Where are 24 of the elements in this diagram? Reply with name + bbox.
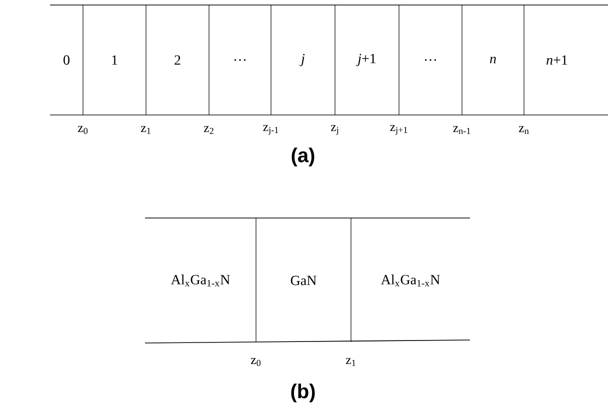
position-label: z$_{j-1}$ bbox=[263, 125, 278, 135]
position-label: z$_{j}$ bbox=[330, 125, 338, 135]
layer-cell: n bbox=[490, 56, 496, 64]
layer-cell: Al$_{x}$Ga$_{1-x}$N bbox=[380, 274, 440, 286]
position-label: z$_{n}$ bbox=[518, 126, 529, 134]
layer-cell: 2 bbox=[174, 55, 180, 65]
layer-cell: 1 bbox=[112, 55, 118, 65]
position-label: z$_{1}$ bbox=[140, 126, 150, 134]
panel-label: (a) bbox=[292, 148, 314, 166]
layer-cell: n+1 bbox=[546, 55, 568, 65]
position-label: z$_{n-1}$ bbox=[453, 126, 470, 134]
layer-cell: 0 bbox=[64, 55, 70, 65]
layer-cell: j+1 bbox=[356, 54, 376, 66]
position-label: z$_{j+1}$ bbox=[390, 125, 408, 135]
position-label: z$_{0}$ bbox=[78, 126, 88, 134]
layer-cell: … bbox=[425, 59, 436, 61]
layer-cell: … bbox=[234, 59, 246, 61]
panel-label: (b) bbox=[291, 384, 315, 402]
position-label: z$_{1}$ bbox=[346, 358, 356, 366]
layer-cell: GaN bbox=[290, 276, 316, 286]
layer-cell: Al$_{x}$Ga$_{1-x}$N bbox=[170, 274, 230, 286]
layer-cell: j bbox=[300, 54, 305, 66]
position-label: z$_{2}$ bbox=[204, 126, 214, 134]
position-label: z$_{0}$ bbox=[250, 358, 261, 366]
